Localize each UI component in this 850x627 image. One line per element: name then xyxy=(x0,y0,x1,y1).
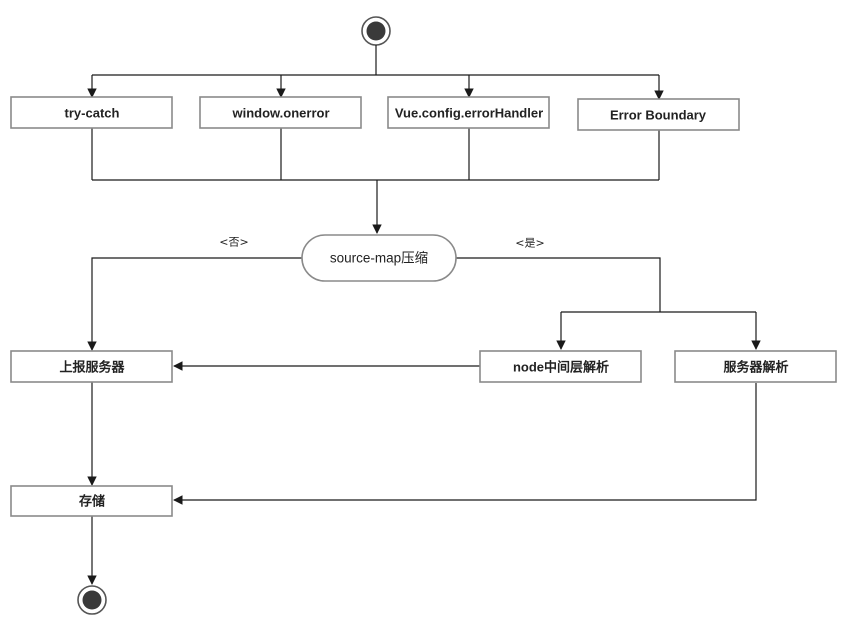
node-server-parse: 服务器解析 xyxy=(674,350,837,383)
node-vue-error-handler: Vue.config.errorHandler xyxy=(387,96,550,129)
node-try-catch: try-catch xyxy=(10,96,173,129)
node-error-boundary: Error Boundary xyxy=(577,98,740,131)
node-report-server-label: 上报服务器 xyxy=(59,360,125,375)
edge-server-parse-to-storage xyxy=(173,383,757,505)
node-window-onerror: window.onerror xyxy=(199,96,362,129)
node-node-parse-label: node中间层解析 xyxy=(513,360,609,375)
node-storage-label: 存储 xyxy=(79,494,105,509)
node-source-map-label: source-map压缩 xyxy=(330,251,428,266)
node-try-catch-label: try-catch xyxy=(65,106,120,121)
node-vue-error-handler-label: Vue.config.errorHandler xyxy=(395,106,543,121)
node-storage: 存储 xyxy=(10,485,173,517)
edge-label-no: <否> xyxy=(219,236,248,249)
edge-no-branch xyxy=(87,257,302,351)
start-node xyxy=(361,16,391,46)
node-node-parse: node中间层解析 xyxy=(479,350,642,383)
node-server-parse-label: 服务器解析 xyxy=(723,360,788,375)
edge-yes-branch xyxy=(456,257,661,312)
node-window-onerror-label: window.onerror xyxy=(231,106,329,121)
end-node xyxy=(77,585,107,615)
node-source-map: source-map压缩 xyxy=(301,234,457,282)
node-report-server: 上报服务器 xyxy=(10,350,173,383)
edge-label-yes: <是> xyxy=(515,237,544,250)
node-error-boundary-label: Error Boundary xyxy=(610,108,707,123)
